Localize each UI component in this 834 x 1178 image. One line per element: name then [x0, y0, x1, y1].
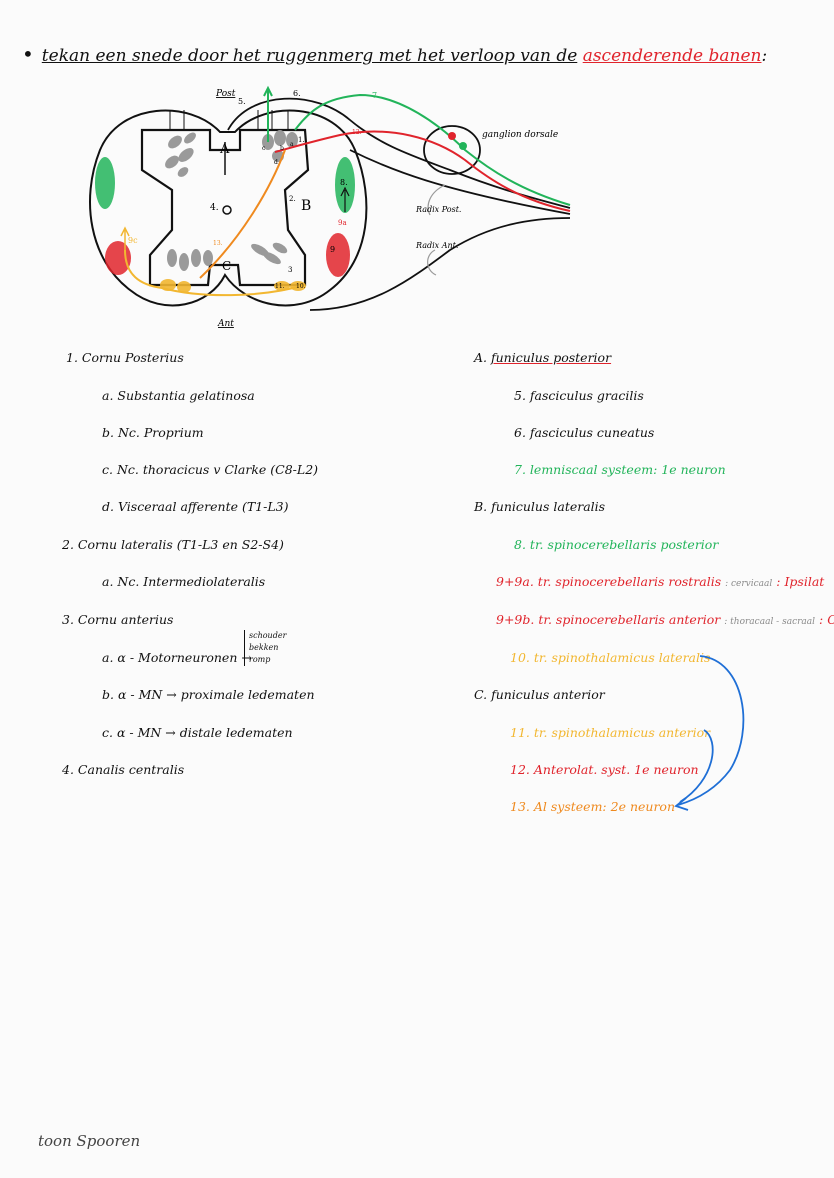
neuron-groups	[165, 130, 298, 271]
ventral-root	[309, 217, 571, 311]
blue-arrows	[674, 655, 745, 811]
label-n11: 11.	[275, 283, 285, 290]
central-canal	[222, 205, 232, 215]
left-item-1a: a. Substantia gelatinosa	[102, 388, 255, 403]
left-item-3b: b. α - MN → proximale ledematen	[102, 687, 315, 702]
left-item-1b: b. Nc. Proprium	[102, 425, 204, 440]
left-item-2: 2. Cornu lateralis (T1-L3 en S2-S4)	[62, 537, 284, 552]
tract-9-red	[326, 233, 350, 277]
label-radix-ant: Radix Ant.	[415, 241, 458, 250]
bracket-item: schouder	[249, 631, 287, 640]
right-item-11: 11. tr. spinothalamicus anterior	[510, 725, 711, 740]
label-ant: Ant	[217, 319, 234, 329]
left-item-4: 4. Canalis centralis	[62, 762, 185, 777]
label-post: Post	[215, 89, 236, 99]
left-item-3c: c. α - MN → distale ledematen	[102, 725, 293, 740]
title-prefix: tekan een snede door het ruggenmerg met …	[41, 46, 578, 66]
left-item-1c: c. Nc. thoracicus v Clarke (C8-L2)	[102, 462, 319, 477]
label-radix-post: Radix Post.	[415, 205, 461, 214]
label-n5: 5.	[238, 97, 246, 106]
label-ganglion: ganglion dorsale	[482, 130, 558, 140]
right-item-B: B. funiculus lateralis	[474, 499, 606, 514]
right-item-C: C. funiculus anterior	[474, 687, 605, 702]
tract-8-green	[335, 157, 355, 213]
label-n6: 6.	[293, 89, 301, 98]
red-pathway	[274, 130, 571, 212]
right-item-7: 7. lemniscaal systeem: 1e neuron	[514, 462, 726, 477]
title-highlight: ascenderende banen	[582, 46, 762, 66]
label-n12: 12.	[352, 129, 362, 136]
right-item-9a: 9+9a. tr. spinocerebellaris rostralis : …	[496, 574, 825, 589]
spinal-cord-diagram: Post Ant ganglion dorsale Radix Post. Ra…	[89, 85, 571, 329]
orange-pathway	[199, 149, 286, 279]
right-item-8: 8. tr. spinocerebellaris posterior	[514, 537, 719, 552]
yellow-pathway	[124, 249, 306, 297]
label-n7: 7.	[372, 91, 380, 100]
tract-left-green	[95, 157, 115, 209]
blue-arrow-long	[677, 655, 745, 806]
label-n3: 3	[288, 266, 292, 274]
left-item-3: 3. Cornu anterius	[62, 612, 174, 627]
label-n9c: 9c	[128, 236, 138, 245]
right-item-A: A. funiculus posterior	[474, 350, 612, 365]
label-n2: 2.	[289, 195, 296, 203]
bracket-item: bekken	[249, 643, 279, 652]
label-cb: b	[280, 145, 284, 152]
label-A: A	[219, 142, 230, 157]
right-item-10: 10. tr. spinothalamicus lateralis	[510, 650, 711, 665]
label-n9b: 9	[330, 245, 335, 254]
spinal-cord-outline	[89, 109, 368, 307]
page-title: • tekan een snede door het ruggenmerg met…	[22, 42, 767, 66]
right-item-6: 6. fasciculus cuneatus	[514, 425, 655, 440]
bullet: •	[22, 42, 34, 66]
green-pathway	[294, 93, 571, 206]
right-item-5: 5. fasciculus gracilis	[514, 388, 644, 403]
tract-9c-red	[105, 241, 131, 275]
right-item-13: 13. Al systeem: 2e neuron	[510, 799, 675, 814]
left-item-2a: a. Nc. Intermediolateralis	[102, 574, 266, 589]
bracket-item: romp	[249, 655, 271, 664]
bracket-list: schouder bekken romp	[244, 630, 286, 666]
blue-arrow-short	[679, 729, 714, 803]
right-item-9b: 9+9b. tr. spinocerebellaris anterior : t…	[496, 612, 834, 627]
label-cc: c	[262, 145, 266, 152]
label-B: B	[301, 198, 311, 214]
label-cd: d	[274, 159, 278, 166]
author-signature: toon Spooren	[38, 1132, 141, 1150]
left-item-1: 1. Cornu Posterius	[66, 350, 184, 365]
label-C: C	[222, 259, 231, 273]
label-n9a: 9a	[338, 219, 347, 227]
label-ca: a	[290, 141, 294, 148]
right-item-12: 12. Anterolat. syst. 1e neuron	[510, 762, 699, 777]
title-suffix: :	[761, 46, 768, 66]
label-n4: 4.	[210, 203, 219, 213]
label-n1: 1.	[298, 136, 305, 144]
label-n13: 13.	[213, 240, 223, 247]
label-n10: 10.	[296, 283, 306, 290]
left-item-1d: d. Visceraal afferente (T1-L3)	[102, 499, 289, 514]
label-n8: 8.	[340, 178, 348, 187]
ganglion	[423, 125, 481, 175]
left-item-3a: a. α - Motorneuronen →	[102, 650, 252, 665]
